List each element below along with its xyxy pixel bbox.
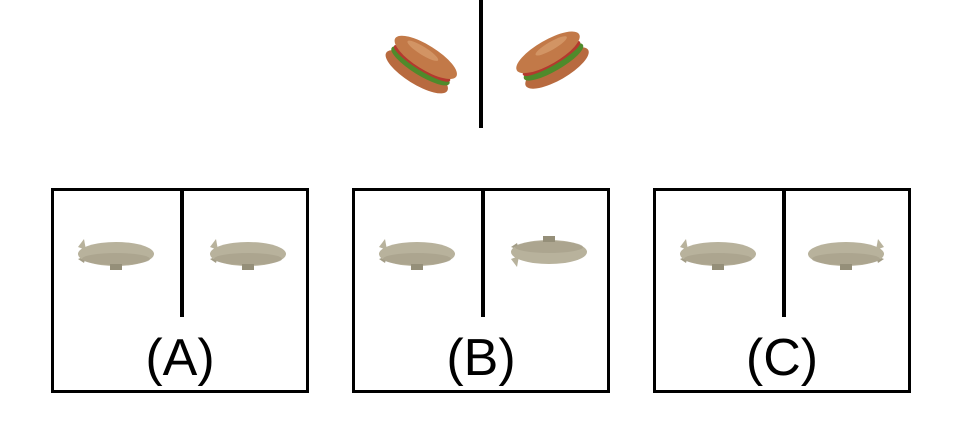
blimp-icon bbox=[806, 233, 890, 273]
option-b-divider bbox=[481, 191, 485, 317]
option-label: (C) bbox=[745, 329, 819, 387]
option-a-divider bbox=[180, 191, 184, 317]
sandwich-icon bbox=[380, 30, 462, 100]
blimp-icon bbox=[373, 233, 457, 273]
blimp-icon bbox=[204, 233, 288, 273]
option-c[interactable]: (C) bbox=[653, 188, 911, 393]
top-divider bbox=[479, 0, 483, 128]
blimp-icon bbox=[505, 233, 589, 273]
option-b[interactable]: (B) bbox=[352, 188, 610, 393]
option-a[interactable]: (A) bbox=[51, 188, 309, 393]
option-c-divider bbox=[782, 191, 786, 317]
blimp-icon bbox=[674, 233, 758, 273]
option-label: (A) bbox=[145, 329, 215, 387]
sandwich-icon bbox=[512, 26, 594, 96]
blimp-icon bbox=[72, 233, 156, 273]
option-label: (B) bbox=[446, 329, 516, 387]
